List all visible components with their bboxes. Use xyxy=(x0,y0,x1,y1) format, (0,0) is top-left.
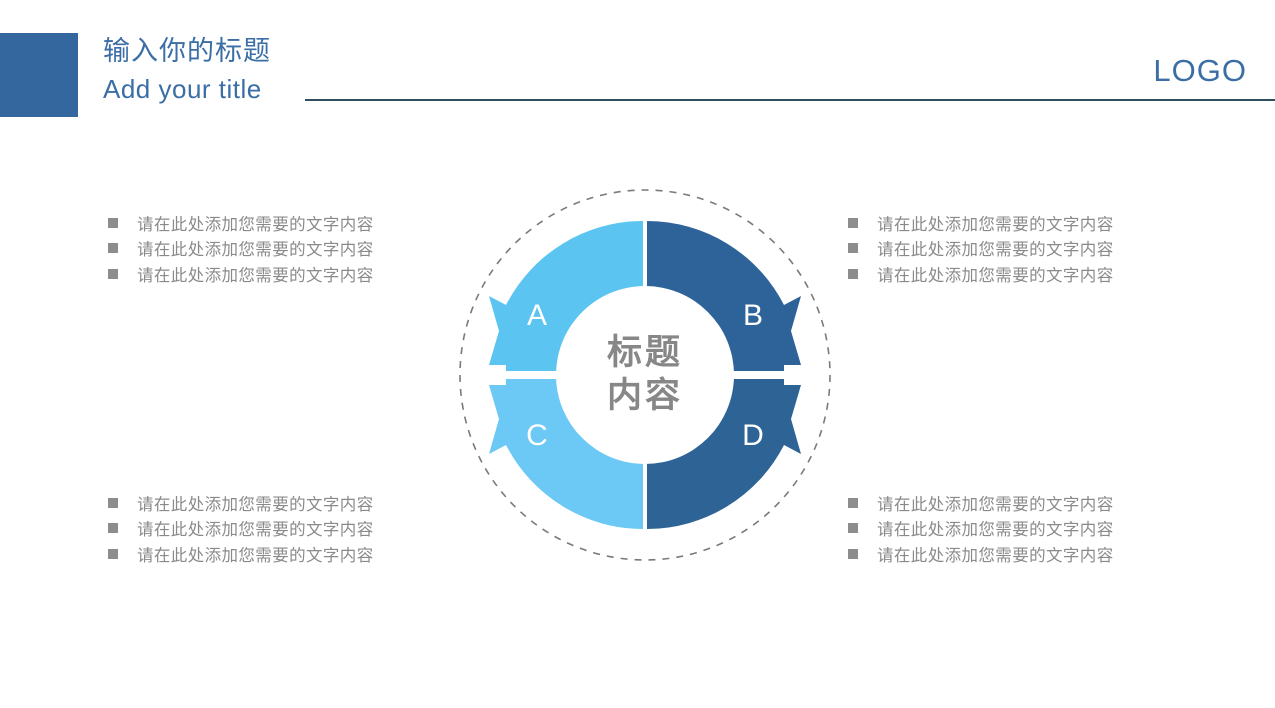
bullet-square-icon xyxy=(848,218,858,228)
list-item: 请在此处添加您需要的文字内容 xyxy=(848,518,1208,541)
bullet-list-segment-d: 请在此处添加您需要的文字内容 请在此处添加您需要的文字内容 请在此处添加您需要的… xyxy=(848,493,1208,569)
header-accent-square xyxy=(0,33,78,117)
donut-inner-disc xyxy=(556,286,734,464)
bullet-text: 请在此处添加您需要的文字内容 xyxy=(877,240,1114,260)
bullet-text: 请在此处添加您需要的文字内容 xyxy=(137,240,374,260)
bullet-square-icon xyxy=(108,523,118,534)
segment-c-shape xyxy=(489,379,643,529)
header-divider-line xyxy=(305,99,1275,101)
bullet-square-icon xyxy=(108,243,118,254)
bullet-square-icon xyxy=(108,268,118,279)
list-item: 请在此处添加您需要的文字内容 xyxy=(108,544,468,567)
logo-placeholder: LOGO xyxy=(1153,53,1247,88)
list-item: 请在此处添加您需要的文字内容 xyxy=(108,213,468,236)
bullet-text: 请在此处添加您需要的文字内容 xyxy=(877,520,1114,540)
segment-a-label: A xyxy=(527,299,547,332)
bullet-text: 请在此处添加您需要的文字内容 xyxy=(137,520,374,540)
segment-a-shape xyxy=(489,221,643,371)
bullet-square-icon xyxy=(848,498,858,508)
list-item: 请在此处添加您需要的文字内容 xyxy=(848,213,1208,236)
slide-header: 输入你的标题 Add your title LOGO xyxy=(0,0,1275,140)
segment-d-label: D xyxy=(742,419,764,452)
bullet-square-icon xyxy=(848,548,858,559)
segment-b-shape xyxy=(647,221,801,371)
page-title-en: Add your title xyxy=(103,74,262,104)
list-item: 请在此处添加您需要的文字内容 xyxy=(848,544,1208,567)
bullet-text: 请在此处添加您需要的文字内容 xyxy=(877,545,1114,565)
bullet-text: 请在此处添加您需要的文字内容 xyxy=(877,215,1114,234)
donut-ring-graphic: A B C D 标题 内容 xyxy=(455,165,835,585)
bullet-square-icon xyxy=(108,218,118,228)
bullet-square-icon xyxy=(108,498,118,508)
header-title-group: 输入你的标题 Add your title xyxy=(103,38,271,102)
bullet-square-icon xyxy=(848,523,858,534)
dashed-outer-ring xyxy=(459,189,831,561)
list-item: 请在此处添加您需要的文字内容 xyxy=(108,518,468,541)
bullet-text: 请在此处添加您需要的文字内容 xyxy=(137,215,374,234)
bullet-text: 请在此处添加您需要的文字内容 xyxy=(137,495,374,514)
bullet-list-segment-a: 请在此处添加您需要的文字内容 请在此处添加您需要的文字内容 请在此处添加您需要的… xyxy=(108,213,468,289)
segment-c-label: C xyxy=(526,419,548,452)
list-item: 请在此处添加您需要的文字内容 xyxy=(108,238,468,261)
page-title-cn: 输入你的标题 xyxy=(103,36,271,67)
list-item: 请在此处添加您需要的文字内容 xyxy=(848,264,1208,287)
bullet-square-icon xyxy=(848,268,858,279)
list-item: 请在此处添加您需要的文字内容 xyxy=(848,238,1208,261)
bullet-list-segment-b: 请在此处添加您需要的文字内容 请在此处添加您需要的文字内容 请在此处添加您需要的… xyxy=(848,213,1208,289)
bullet-text: 请在此处添加您需要的文字内容 xyxy=(137,545,374,565)
list-item: 请在此处添加您需要的文字内容 xyxy=(108,264,468,287)
bullet-list-segment-c: 请在此处添加您需要的文字内容 请在此处添加您需要的文字内容 请在此处添加您需要的… xyxy=(108,493,468,569)
bullet-text: 请在此处添加您需要的文字内容 xyxy=(137,265,374,285)
segment-d-shape xyxy=(647,379,801,529)
bullet-text: 请在此处添加您需要的文字内容 xyxy=(877,265,1114,285)
bullet-text: 请在此处添加您需要的文字内容 xyxy=(877,495,1114,514)
list-item: 请在此处添加您需要的文字内容 xyxy=(848,493,1208,516)
bullet-square-icon xyxy=(108,548,118,559)
bullet-square-icon xyxy=(848,243,858,254)
segment-b-label: B xyxy=(743,299,763,332)
cycle-diagram: 请在此处添加您需要的文字内容 请在此处添加您需要的文字内容 请在此处添加您需要的… xyxy=(0,140,1275,708)
list-item: 请在此处添加您需要的文字内容 xyxy=(108,493,468,516)
